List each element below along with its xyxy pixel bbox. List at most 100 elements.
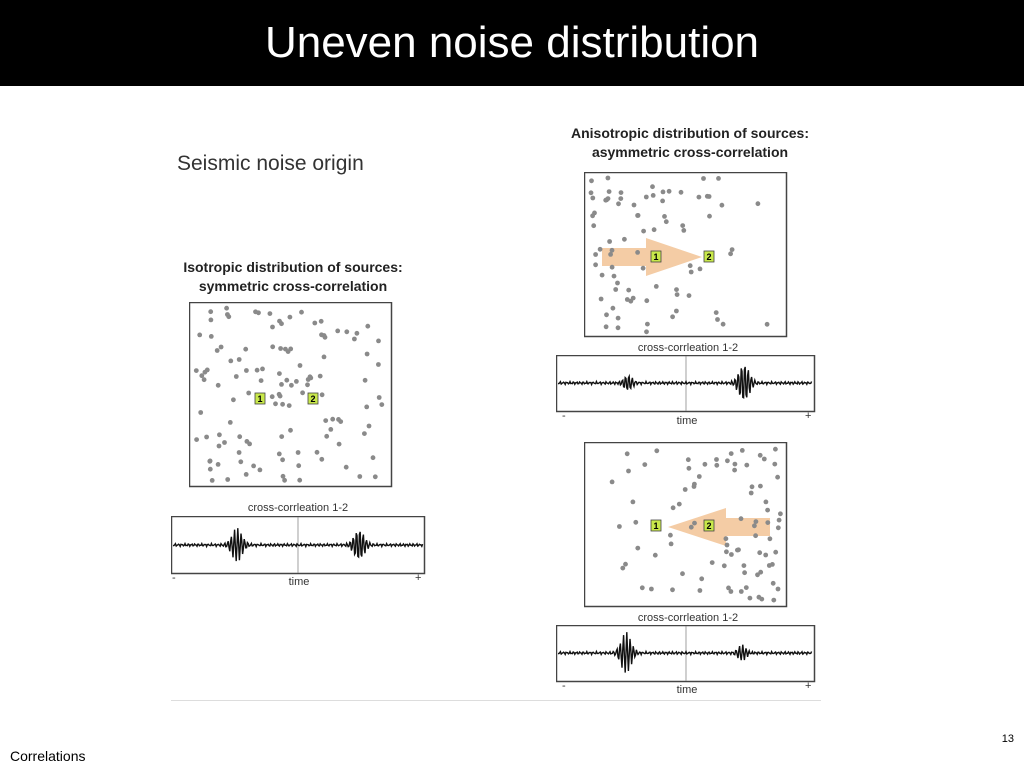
noise-source-dot: [713, 310, 719, 315]
noise-source-dot: [362, 377, 368, 383]
noise-source-dot: [728, 451, 734, 456]
noise-source-dot: [676, 501, 682, 507]
noise-source-dot: [729, 552, 734, 557]
noise-source-dot: [236, 357, 242, 362]
noise-source-dot: [615, 315, 621, 321]
anisotropic-upper-crosscorr-label: cross-corrleation 1-2: [637, 342, 739, 354]
noise-source-dot: [624, 451, 630, 457]
noise-source-dot: [201, 377, 207, 383]
noise-source-dot: [202, 369, 208, 375]
anisotropic-upper-time-label: time: [676, 415, 698, 427]
footer-label: Correlations: [10, 748, 86, 764]
noise-source-dot: [336, 417, 341, 422]
noise-source-dot: [598, 296, 604, 302]
noise-source-dot: [279, 434, 285, 439]
noise-source-dot: [720, 321, 726, 327]
noise-source-dot: [767, 536, 773, 542]
noise-source-dot: [649, 586, 654, 592]
noise-source-dot: [756, 594, 762, 600]
noise-source-dot: [635, 213, 641, 218]
noise-source-dot: [651, 227, 657, 233]
noise-source-dot: [370, 455, 376, 461]
propagation-arrow-left: [668, 508, 770, 546]
noise-source-dot: [379, 402, 385, 407]
isotropic-plus-label: +: [415, 572, 422, 584]
noise-source-dot: [284, 377, 290, 383]
noise-source-dot: [699, 576, 705, 582]
crosscorr-waveform: [557, 632, 813, 673]
noise-source-dot: [260, 366, 265, 372]
noise-source-dot: [592, 210, 597, 216]
noise-source-dot: [645, 321, 650, 327]
noise-source-dot: [269, 394, 275, 400]
noise-source-dot: [197, 332, 203, 338]
noise-source-dot: [701, 176, 706, 181]
noise-source-dot: [772, 461, 778, 467]
noise-source-dot: [603, 324, 609, 330]
noise-source-dot: [276, 451, 282, 457]
noise-source-dot: [709, 560, 715, 565]
noise-source-dot: [681, 228, 687, 233]
station-2-label: 2: [310, 394, 315, 404]
noise-source-dot: [652, 552, 658, 558]
anisotropic-lower-plus-label: +: [805, 680, 812, 692]
noise-source-dot: [611, 273, 617, 279]
noise-source-dot: [628, 298, 634, 304]
noise-source-dot: [753, 533, 758, 539]
noise-source-dot: [670, 314, 675, 320]
noise-source-dot: [357, 474, 363, 479]
noise-source-dot: [287, 314, 293, 320]
noise-source-dot: [258, 378, 264, 383]
noise-source-dot: [688, 269, 694, 275]
noise-source-dot: [215, 382, 221, 388]
noise-source-dot: [765, 507, 770, 513]
noise-source-dot: [319, 332, 324, 338]
noise-source-dot: [376, 395, 382, 400]
title-bar: [0, 0, 1024, 86]
noise-source-dot: [588, 190, 594, 196]
noise-source-dot: [243, 472, 249, 477]
noise-source-dot: [758, 569, 764, 575]
noise-source-dot: [626, 287, 632, 293]
noise-source-dot: [724, 549, 729, 555]
station-1-marker: [254, 392, 266, 405]
noise-source-dot: [305, 382, 310, 388]
noise-source-dot: [589, 178, 594, 184]
anisotropic-lower-crosscorr-trace: [556, 625, 816, 683]
noise-source-dot: [775, 525, 781, 531]
noise-source-dot: [280, 457, 285, 463]
noise-source-dot: [270, 324, 275, 330]
isotropic-time-label: time: [288, 576, 310, 588]
noise-source-dot: [732, 461, 738, 467]
noise-source-dot: [653, 284, 659, 289]
page-number: 13: [1001, 733, 1014, 745]
noise-source-dot: [278, 346, 283, 351]
noise-source-dot: [749, 484, 755, 490]
noise-source-dot: [642, 462, 648, 467]
noise-source-dot: [686, 465, 692, 471]
noise-source-dot: [724, 542, 730, 548]
noise-source-dot: [376, 362, 381, 367]
noise-source-dot: [678, 189, 684, 195]
noise-source-dot: [618, 196, 624, 201]
noise-source-dot: [352, 336, 357, 342]
noise-source-dot: [591, 223, 597, 229]
anisotropic-heading: Anisotropic distribution of sources: asy…: [550, 124, 830, 162]
noise-source-dot: [280, 473, 286, 479]
noise-source-dot: [590, 195, 596, 201]
station-1-marker: [650, 250, 662, 263]
noise-source-dot: [244, 368, 249, 373]
noise-source-dot: [215, 462, 221, 467]
noise-source-dot: [729, 247, 735, 252]
noise-source-dot: [618, 190, 624, 195]
noise-source-dot: [295, 450, 301, 455]
noise-source-dot: [243, 346, 249, 352]
noise-source-dot: [214, 348, 220, 353]
noise-source-dot: [702, 461, 708, 467]
anisotropic-upper-crosscorr-trace: [556, 355, 816, 413]
noise-source-dot: [670, 587, 675, 593]
noise-source-dot: [725, 458, 730, 464]
noise-source-dot: [688, 524, 694, 530]
noise-source-dot: [641, 228, 646, 234]
noise-source-dot: [680, 571, 685, 577]
